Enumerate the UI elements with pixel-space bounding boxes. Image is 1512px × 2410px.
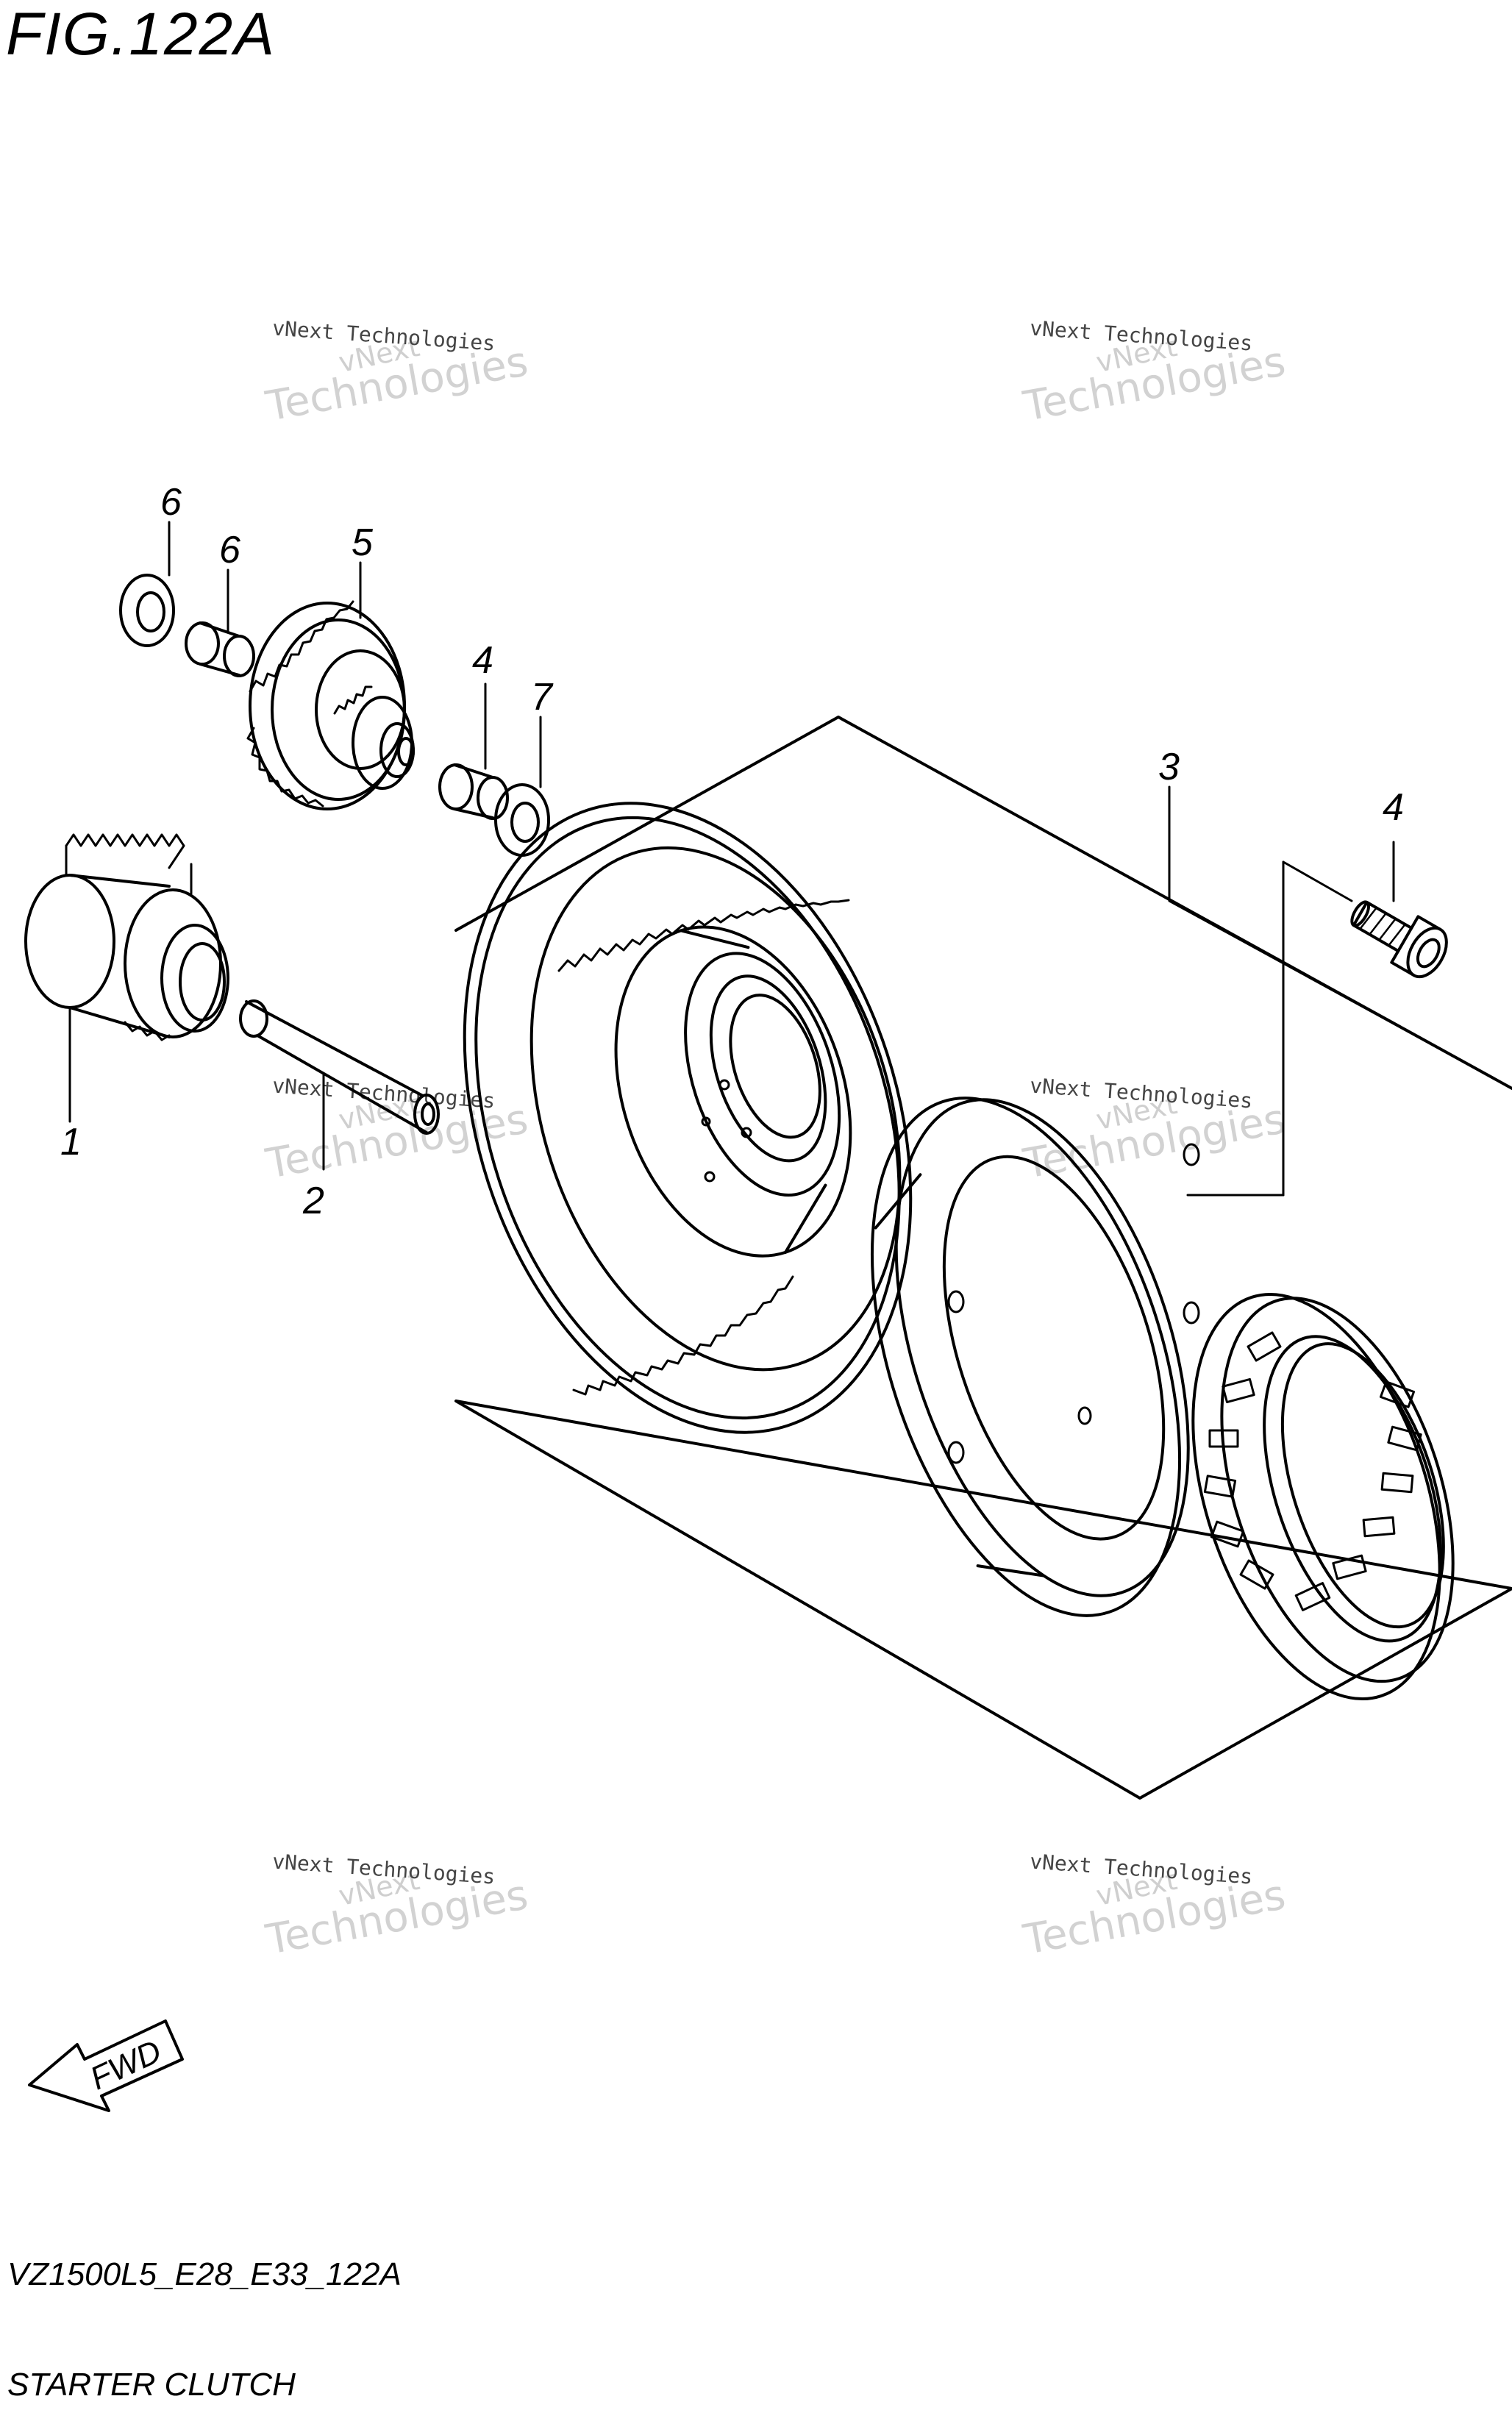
one-way-clutch — [1191, 1293, 1455, 1700]
flange-bolt-holes — [947, 1143, 1200, 1464]
starter-driven-gear — [463, 802, 913, 1434]
idle-gear-shaft — [239, 999, 440, 1135]
figure-title: FIG.122A — [6, 1, 276, 68]
starter-idle-gear-double — [246, 600, 415, 810]
figure-name: STARTER CLUTCH — [7, 2367, 296, 2403]
leader-lines — [68, 521, 1512, 1171]
callout-1: 1 — [60, 1121, 82, 1163]
bushing-left — [185, 621, 255, 677]
callout-5: 5 — [352, 521, 374, 564]
bolt-leader-bracket — [1282, 860, 1353, 1197]
fwd-arrow-icon — [28, 2019, 184, 2112]
callout-2: 2 — [302, 1180, 324, 1222]
callout-6-right: 4 — [472, 639, 493, 682]
washer-right — [494, 783, 550, 857]
bolt — [1350, 900, 1448, 979]
callout-4: 4 — [1383, 786, 1404, 829]
callout-6-left: 6 — [219, 529, 240, 571]
callout-3: 3 — [1158, 746, 1180, 788]
callout-7-right: 7 — [531, 676, 554, 719]
starter-idle-gear — [24, 833, 229, 1041]
gear-teeth — [557, 899, 850, 1396]
starter-clutch-body — [871, 1097, 1190, 1617]
callout-7-left: 6 — [160, 481, 182, 524]
figure-code: VZ1500L5_E28_E33_122A — [7, 2256, 402, 2292]
bushing-right — [438, 763, 509, 820]
washer-left — [119, 574, 175, 647]
sprag-elements — [1203, 1331, 1422, 1611]
assembly-frame — [454, 716, 1512, 1800]
hub-holes — [701, 1079, 752, 1183]
